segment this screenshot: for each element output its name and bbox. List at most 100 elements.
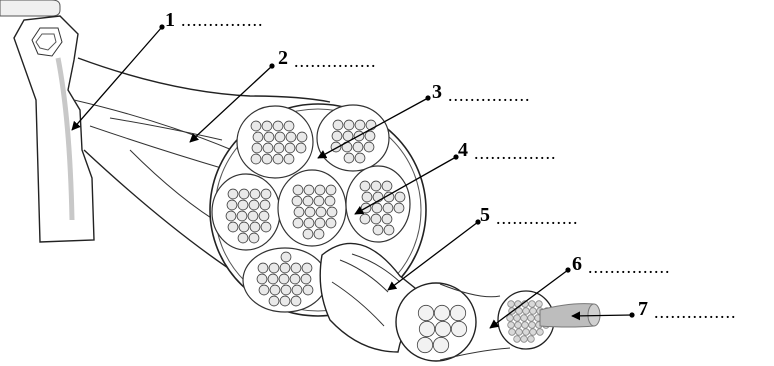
fiber-cell [326,218,336,228]
fiber-cell [302,263,312,273]
fiber-cell [292,285,302,295]
fiber-cell [360,181,370,191]
fiber-cell [239,222,249,232]
fiber-cell [228,222,238,232]
label-5-blank[interactable]: ............... [496,208,579,228]
fiber-cell [516,329,523,336]
bone [14,16,94,242]
label-7-blank[interactable]: ............... [654,302,737,322]
fiber-cell [360,214,370,224]
fiber-cell [239,189,249,199]
label-2-number: 2 [278,47,288,69]
fiber-cell [394,203,404,213]
label-1-blank[interactable]: ............... [181,10,264,30]
fiber-cell [238,200,248,210]
fiber-cell [297,132,307,142]
fiber-cell [252,143,262,153]
label-6-blank[interactable]: ............... [588,257,671,277]
corner-tab [0,0,60,16]
fiber-cell [284,121,294,131]
fiber-cell [270,285,280,295]
fiber-cell [371,181,381,191]
fiber-cell [344,153,354,163]
fiber-cell [293,218,303,228]
fiber-cell [528,315,535,322]
fiber-cell [315,218,325,228]
fiber-cell [326,185,336,195]
fiber-cell [315,185,325,195]
fiber-cell [353,142,363,152]
fiber-cell [382,181,392,191]
label-4-blank[interactable]: ............... [474,143,557,163]
label-3-blank[interactable]: ............... [448,85,531,105]
fiber-cell [314,229,324,239]
leader-1 [72,27,162,130]
fiber-cell [292,196,302,206]
fiber-cell [515,322,522,329]
fiber-cell [257,274,267,284]
fiber-cell [261,189,271,199]
label-6: 6 ............... [572,253,671,277]
fiber-cell [273,121,283,131]
fiber-cell [237,211,247,221]
label-2-blank[interactable]: ............... [294,51,377,71]
fiber-cell [268,274,278,284]
fiber-cell [248,211,258,221]
fiber-cell [530,329,537,336]
fiber-cell [259,285,269,295]
fiber-cell [514,336,521,343]
fiber-cell [355,153,365,163]
fiber-cell [507,315,514,322]
fiber-cell [269,263,279,273]
fiber-cell [293,185,303,195]
fiber-cell [303,285,313,295]
fiber-cell [281,252,291,262]
fiber-cell [284,154,294,164]
label-5-number: 5 [480,204,490,226]
fiber-cell [258,263,268,273]
fiber-cell [508,301,515,308]
fiber-cell [238,233,248,243]
fiber-cell [269,296,279,306]
label-1: 1 ............... [165,9,264,31]
fiber-cell [521,336,528,343]
fiber-cell [261,222,271,232]
fiber-cell [301,274,311,284]
fiber-cell [296,143,306,153]
fiber-cell [227,200,237,210]
fiber-cell [226,211,236,221]
label-6-number: 6 [572,253,582,275]
fiber-cell [373,225,383,235]
fiber-cell [418,305,433,320]
fiber-cell [250,222,260,232]
fiber-cell [395,192,405,202]
fiber-cell [273,154,283,164]
fiber-cell [280,263,290,273]
fiber-cell [281,285,291,295]
fiber-cell [253,132,263,142]
fiber-cell [384,225,394,235]
fiber-cell [383,203,393,213]
fiber-cell [434,305,449,320]
fiber-cell [508,322,515,329]
fiber-cell [523,308,530,315]
fiber-cell [286,132,296,142]
fiber-cell [521,315,528,322]
fiber-cell [280,296,290,306]
fiber-cell [260,200,270,210]
fiber-cell [451,321,466,336]
fiber-cell [529,322,536,329]
fiber-cell [344,120,354,130]
fiber-cell [417,337,432,352]
fiber-cell [303,196,313,206]
fiber-cell [332,131,342,141]
fiber-cell [365,131,375,141]
fiber-cell [509,329,516,336]
fiber-cell [274,143,284,153]
fiber-cell [294,207,304,217]
fiber-cell [355,120,365,130]
label-2: 2 ............... [278,47,377,71]
label-7-number: 7 [638,298,648,320]
fiber-cell [325,196,335,206]
